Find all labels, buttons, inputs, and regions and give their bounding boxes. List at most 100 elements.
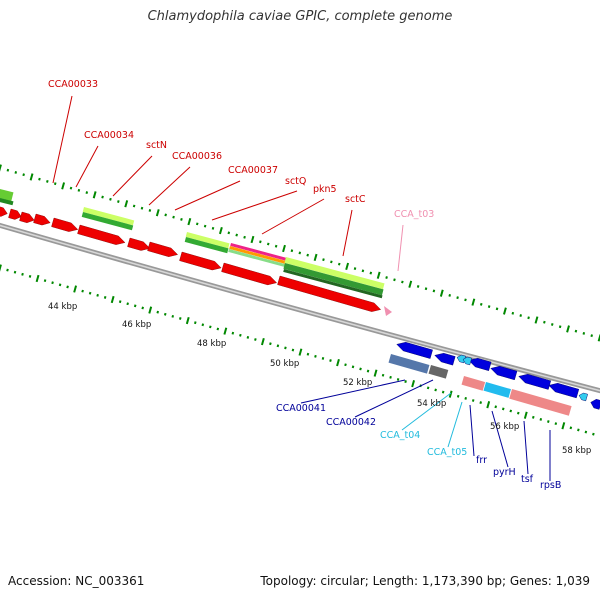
salmon-band-shape [461, 376, 486, 391]
cds-reverse-arrow-shape [590, 399, 600, 410]
ruler-label: 54 kbp [417, 399, 446, 409]
green-band-light-shape [284, 257, 385, 290]
green-band-dark [184, 237, 229, 254]
cyan-band-shape [483, 382, 511, 398]
inner-tick [231, 331, 235, 335]
green-band-light [284, 257, 385, 290]
grey-band-shape [428, 365, 449, 379]
cds-forward-arrow [0, 205, 8, 217]
inner-tick [291, 348, 295, 352]
inner-tick [329, 359, 332, 362]
tick-marks [0, 164, 600, 436]
orange-band-shape [229, 246, 287, 264]
outer-tick [543, 320, 546, 324]
outer-tick [46, 179, 49, 183]
outer-tick [519, 314, 522, 317]
outer-tick [69, 186, 73, 190]
cds-forward-arrow [19, 211, 35, 223]
cds-forward-arrow-shape [221, 262, 277, 286]
outer-tick [132, 204, 136, 208]
leader-line [447, 401, 463, 448]
cds-forward-arrow [77, 224, 126, 245]
outer-tick [109, 197, 112, 201]
leader-line [342, 209, 353, 257]
inner-tick [321, 357, 325, 360]
ruler-label: 58 kbp [562, 446, 591, 456]
inner-tick [486, 401, 491, 409]
inner-tick [6, 268, 9, 272]
inner-tick [396, 378, 400, 381]
cds-forward-arrow-shape [179, 251, 222, 271]
green-band-dark-shape [184, 237, 229, 254]
inner-tick [569, 426, 573, 430]
outer-tick [274, 244, 278, 248]
outer-tick [566, 325, 570, 333]
cds-forward-arrow-shape [33, 213, 51, 226]
inner-tick [494, 405, 498, 409]
magenta-band [230, 243, 288, 261]
outer-tick [550, 323, 554, 326]
outer-tick [53, 182, 57, 186]
cds-reverse-arrow [490, 365, 518, 381]
gene-label: CCA_t04 [380, 430, 420, 441]
outer-tick [155, 209, 160, 217]
inner-tick [336, 359, 340, 367]
outer-tick [140, 206, 144, 210]
outer-tick [85, 191, 89, 195]
outer-tick [393, 278, 396, 282]
inner-tick [66, 285, 69, 289]
magenta-band-shape [230, 243, 288, 261]
inner-tick [58, 283, 62, 287]
outer-tick [77, 188, 81, 192]
lightgreen-band-shape [228, 249, 286, 267]
backbone-highlight [0, 224, 600, 392]
inner-tick [28, 274, 32, 278]
inner-tick [501, 407, 505, 411]
inner-tick [373, 369, 378, 377]
outer-tick [195, 222, 199, 226]
gene-label: tsf [521, 474, 534, 485]
inner-tick [81, 289, 84, 293]
outer-tick [345, 262, 350, 270]
inner-tick [366, 369, 370, 373]
outer-tick [124, 200, 129, 208]
inner-tick [133, 304, 137, 308]
inner-tick [13, 270, 17, 274]
outer-tick [306, 253, 309, 257]
cds-forward-arrow [179, 251, 222, 271]
gene-label: rpsB [540, 480, 561, 491]
outer-tick [464, 298, 467, 302]
inner-tick [246, 335, 250, 339]
cds-forward-arrow-shape [127, 237, 151, 251]
outer-tick [582, 331, 586, 335]
cds-reverse-arrow [518, 373, 552, 390]
inner-tick [532, 415, 535, 419]
gene-label: pyrH [493, 467, 516, 478]
inner-tick [516, 411, 520, 415]
inner-tick [43, 279, 47, 283]
leader-line [112, 155, 153, 197]
green-band-dark [81, 212, 134, 231]
inner-tick [441, 390, 445, 394]
cds-reverse-arrow [548, 382, 580, 399]
green-band-dark-shape [283, 269, 383, 299]
inner-tick [547, 420, 550, 423]
green-band-shape [0, 188, 14, 202]
inner-tick [260, 337, 265, 346]
leader-line [354, 379, 434, 418]
inner-tick [561, 422, 566, 430]
leader-line [261, 198, 325, 235]
outer-tick [187, 218, 192, 226]
gene-label: sctN [146, 140, 167, 151]
trna-arrow [456, 354, 466, 364]
inner-tick [306, 352, 310, 356]
leader-line [148, 166, 191, 206]
gene-label: pkn5 [313, 184, 337, 195]
outer-tick [101, 195, 104, 199]
label-leaders [52, 95, 551, 481]
inner-tick [73, 285, 78, 293]
gene-label: CCA_t03 [394, 209, 434, 220]
inner-tick [404, 380, 407, 383]
grey-band [428, 365, 449, 379]
